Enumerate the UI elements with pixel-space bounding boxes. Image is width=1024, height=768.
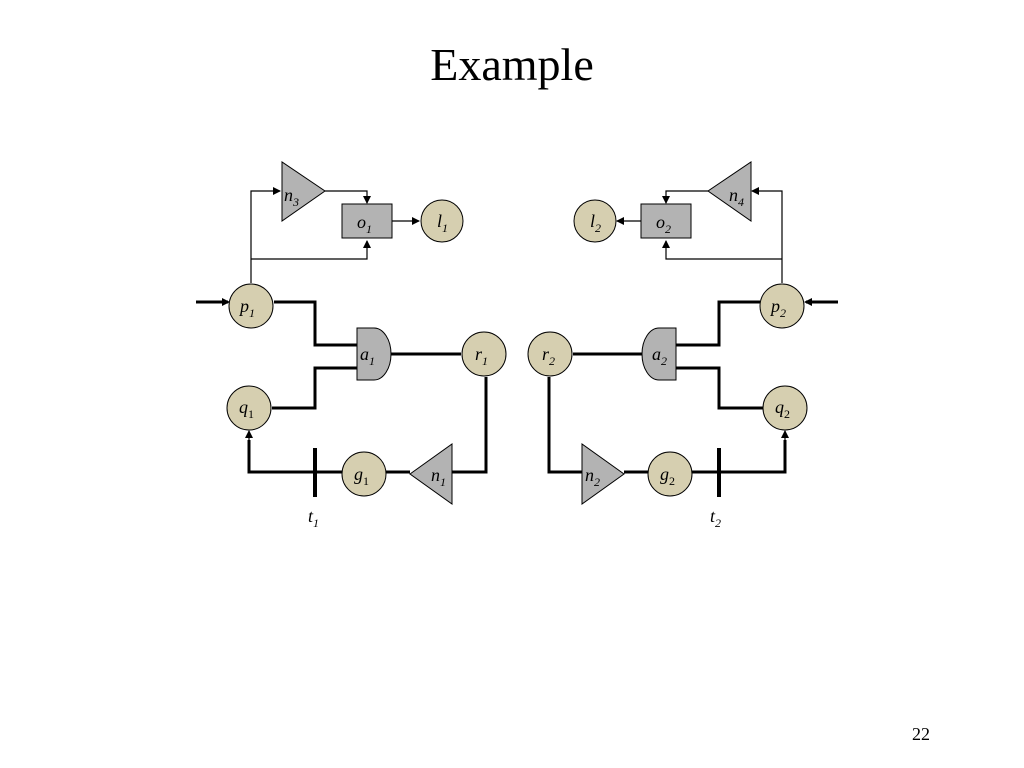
node-g2 — [647, 451, 693, 497]
right-circuit: n4 o2 l2 p2 a2 r2 q2 g2 n2 t2 — [527, 161, 838, 530]
label-l2: l2 — [590, 211, 601, 235]
label-n2: n2 — [585, 465, 600, 489]
wire-p2-to-a2 — [676, 300, 760, 347]
wire-q2-to-a2 — [676, 366, 763, 410]
wire-q1-to-a1 — [272, 366, 357, 410]
neuron-n4 — [707, 161, 752, 222]
gate-a1 — [356, 327, 392, 381]
label-o1: o1 — [357, 212, 372, 236]
page-number: 22 — [912, 724, 930, 744]
label-a2: a2 — [652, 344, 667, 368]
label-t2: t2 — [710, 506, 721, 530]
node-q2 — [762, 385, 808, 431]
label-r2: r2 — [542, 344, 555, 368]
label-g1: g1 — [354, 464, 369, 488]
node-l2 — [573, 199, 617, 243]
node-r1 — [461, 331, 507, 377]
label-n1: n1 — [431, 465, 446, 489]
slide-title: Example — [430, 39, 594, 90]
operator-o1 — [341, 203, 393, 239]
neuron-n3 — [281, 161, 326, 222]
label-l1: l1 — [437, 211, 448, 235]
gate-a2 — [641, 327, 677, 381]
neuron-n1 — [409, 443, 453, 505]
label-p2: p2 — [769, 296, 786, 320]
node-r2 — [527, 331, 573, 377]
node-g1 — [341, 451, 387, 497]
label-q1: q1 — [239, 397, 254, 421]
wire-p1-to-a1 — [274, 300, 357, 347]
label-q2: q2 — [775, 397, 790, 421]
wire-p1-to-o1 — [251, 240, 371, 260]
wire-p1-to-n3 — [250, 187, 281, 283]
label-r1: r1 — [475, 344, 488, 368]
operator-o2 — [640, 203, 692, 239]
wire-r1-to-n1 — [451, 377, 488, 474]
node-l1 — [420, 199, 464, 243]
wire-n3-to-o1 — [325, 190, 371, 204]
label-t1: t1 — [308, 506, 319, 530]
node-p1 — [228, 283, 274, 329]
label-o2: o2 — [656, 212, 671, 236]
label-g2: g2 — [660, 464, 675, 488]
wire-r2-to-n2 — [547, 377, 582, 474]
label-a1: a1 — [360, 344, 375, 368]
wire-g2-to-q2 — [692, 440, 787, 474]
neuron-n2 — [581, 443, 625, 505]
wire-p2-to-n4 — [751, 187, 783, 283]
wire-p2-to-o2 — [662, 240, 782, 260]
node-q1 — [226, 385, 272, 431]
label-p1: p1 — [238, 296, 255, 320]
wire-g1-to-q1 — [247, 440, 342, 474]
left-circuit: n3 o1 l1 p1 a1 r1 q1 g1 n1 t1 — [196, 161, 507, 530]
node-p2 — [759, 283, 805, 329]
label-n3: n3 — [284, 185, 299, 209]
wire-n4-to-o2 — [662, 190, 708, 204]
label-n4: n4 — [729, 185, 744, 209]
